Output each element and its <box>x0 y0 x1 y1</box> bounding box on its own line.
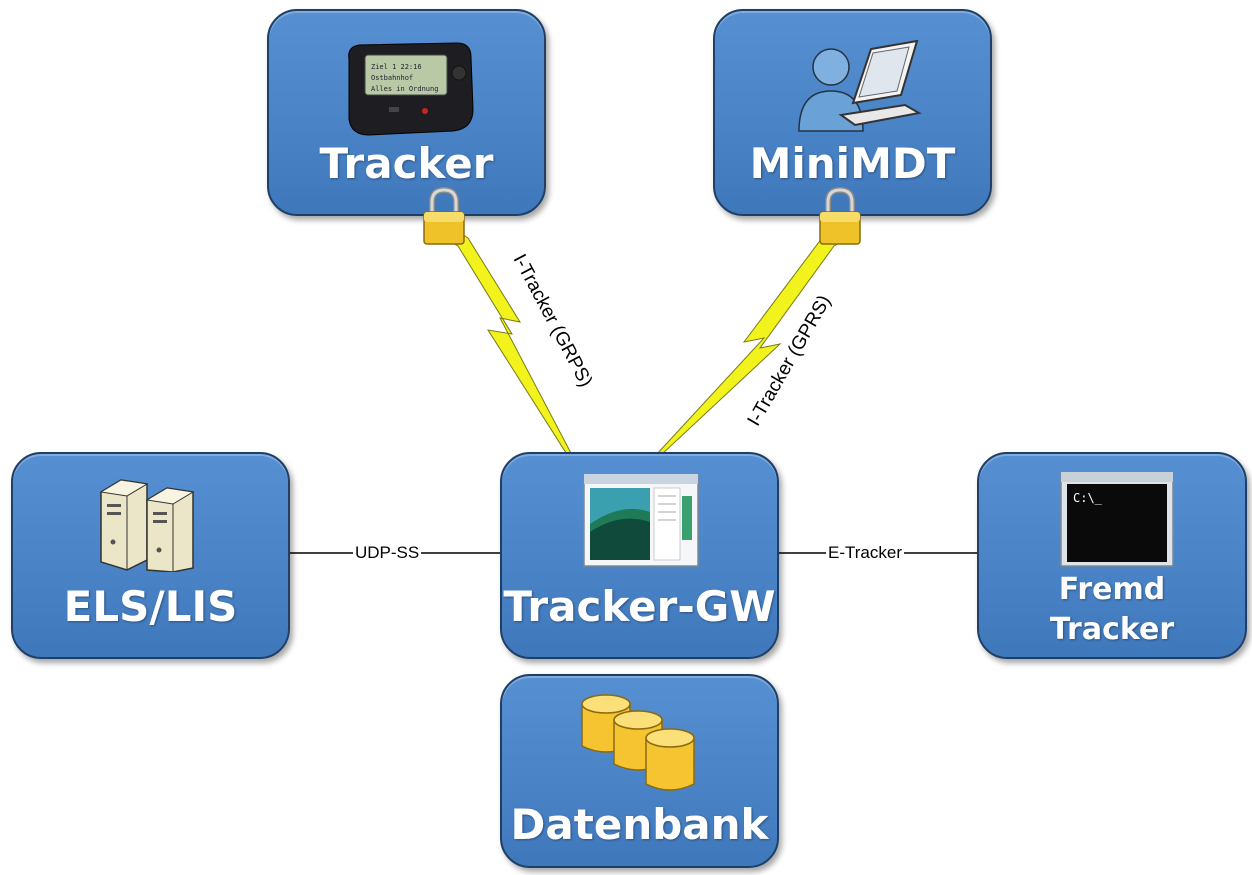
user-laptop-icon <box>793 33 923 138</box>
fremd-tracker-label-line2: Tracker <box>1049 612 1175 647</box>
udp-ss-edge-label: UDP-SS <box>353 543 422 563</box>
pager-icon: Ziel 1 22:16 Ostbahnhof Alles in Ordnung <box>339 39 479 144</box>
minimdt-label: MiniMDT <box>749 139 956 188</box>
pager-line2: Ostbahnhof <box>371 74 413 82</box>
lock-icon <box>420 186 468 253</box>
els-lis-node[interactable]: ELS/LIS <box>11 452 290 659</box>
tracker-gw-node[interactable]: Tracker-GW <box>500 452 779 659</box>
fremd-tracker-label-line1: Fremd <box>1058 572 1166 607</box>
e-tracker-edge-label: E-Tracker <box>826 543 904 563</box>
tracker-label: Tracker <box>319 139 494 188</box>
datenbank-label: Datenbank <box>510 800 769 849</box>
servers-icon <box>91 472 211 577</box>
application-window-icon <box>582 472 700 573</box>
database-icon <box>576 690 706 807</box>
datenbank-node[interactable]: Datenbank <box>500 674 779 868</box>
minimdt-node[interactable]: MiniMDT <box>713 9 992 216</box>
console-prompt: C:\_ <box>1073 491 1103 505</box>
fremd-tracker-node[interactable]: C:\_ Fremd Tracker <box>977 452 1247 659</box>
tracker-gw-label: Tracker-GW <box>503 582 776 631</box>
els-lis-label: ELS/LIS <box>63 582 238 631</box>
pager-line1: Ziel 1 22:16 <box>371 63 422 71</box>
tracker-node[interactable]: Ziel 1 22:16 Ostbahnhof Alles in Ordnung… <box>267 9 546 216</box>
lock-icon <box>816 186 864 253</box>
command-prompt-icon: C:\_ <box>1059 470 1175 573</box>
pager-line3: Alles in Ordnung <box>371 85 438 93</box>
